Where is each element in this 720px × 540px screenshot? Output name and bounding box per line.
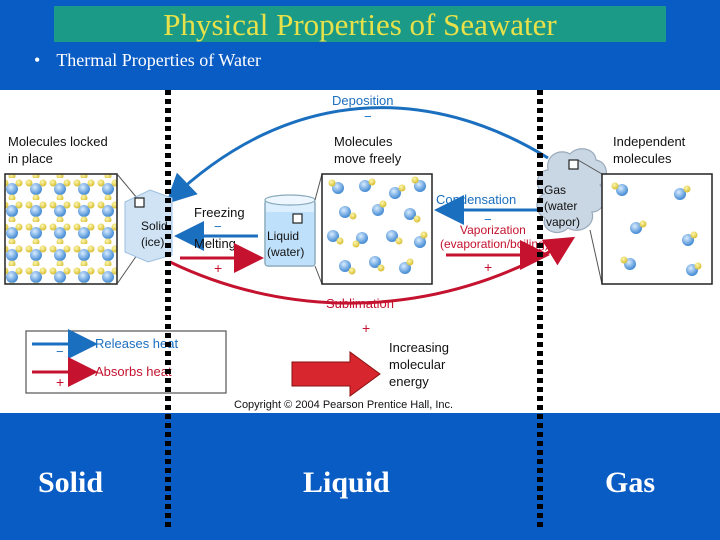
liquid-molecules: [327, 176, 428, 275]
gas-box-caption-1: Independent: [613, 134, 686, 149]
solid-ice-label-1: Solid: [141, 219, 168, 233]
freezing-minus: −: [214, 219, 222, 234]
solid-molecule-box: [4, 173, 118, 285]
gas-box-caption-2: molecules: [613, 151, 672, 166]
gas-molecules: [611, 182, 702, 276]
ice-cube-icon: [124, 189, 173, 263]
liquid-box-caption-1: Molecules: [334, 134, 393, 149]
bullet-dot: •: [34, 50, 41, 70]
vaporization-label: Vaporization: [460, 223, 526, 237]
deposition-minus: −: [364, 109, 372, 124]
freezing-label: Freezing: [194, 205, 245, 220]
increasing-label-1: Increasing: [389, 340, 449, 355]
liquid-box-caption-2: move freely: [334, 151, 402, 166]
condensation-minus: −: [484, 212, 492, 227]
energy-arrow-icon: [291, 351, 381, 397]
legend-release-minus: −: [56, 344, 64, 359]
vaporization-plus: +: [484, 259, 492, 275]
vaporization-sub-label: (evaporation/boiling): [440, 237, 549, 251]
solid-box-caption-1: Molecules locked: [8, 134, 108, 149]
liquid-label-2: (water): [267, 245, 304, 259]
title-bar: [54, 6, 666, 42]
slide-title: Physical Properties of Seawater: [163, 7, 557, 42]
divider-solid-liquid: [165, 90, 171, 530]
melting-label: Melting: [194, 236, 236, 251]
deposition-label: Deposition: [332, 93, 393, 108]
bullet-text: Thermal Properties of Water: [56, 50, 261, 70]
legend-absorb-plus: +: [56, 374, 64, 390]
copyright-text: Copyright © 2004 Pearson Prentice Hall, …: [234, 399, 453, 411]
legend-release-label: Releases heat: [95, 336, 178, 351]
legend-absorb-label: Absorbs heat: [95, 364, 172, 379]
phase-label-liquid: Liquid: [303, 466, 390, 499]
condensation-label: Condensation: [436, 192, 516, 207]
increasing-label-3: energy: [389, 374, 429, 389]
phase-label-solid: Solid: [38, 466, 104, 499]
solid-ice-label-2: (ice): [141, 235, 164, 249]
divider-liquid-gas: [537, 90, 543, 530]
bullet-item: • Thermal Properties of Water: [34, 50, 261, 71]
phase-diagram-figure: Deposition − Sublimation + Molecules loc…: [0, 90, 720, 413]
phase-diagram-svg: Deposition − Sublimation + Molecules loc…: [4, 93, 713, 411]
sublimation-arrow: [169, 236, 576, 305]
melting-plus: +: [214, 260, 222, 276]
gas-label-2: (water: [544, 199, 577, 213]
gas-label-3: vapor): [546, 215, 580, 229]
increasing-label-2: molecular: [389, 357, 446, 372]
sublimation-label: Sublimation: [326, 296, 394, 311]
deposition-arrow: [165, 106, 549, 205]
solid-box-caption-2: in place: [8, 151, 53, 166]
liquid-label-1: Liquid: [267, 229, 299, 243]
phase-label-gas: Gas: [605, 466, 656, 499]
gas-label-1: Gas: [544, 183, 566, 197]
sublimation-plus: +: [362, 320, 370, 336]
legend-box: [25, 330, 227, 394]
